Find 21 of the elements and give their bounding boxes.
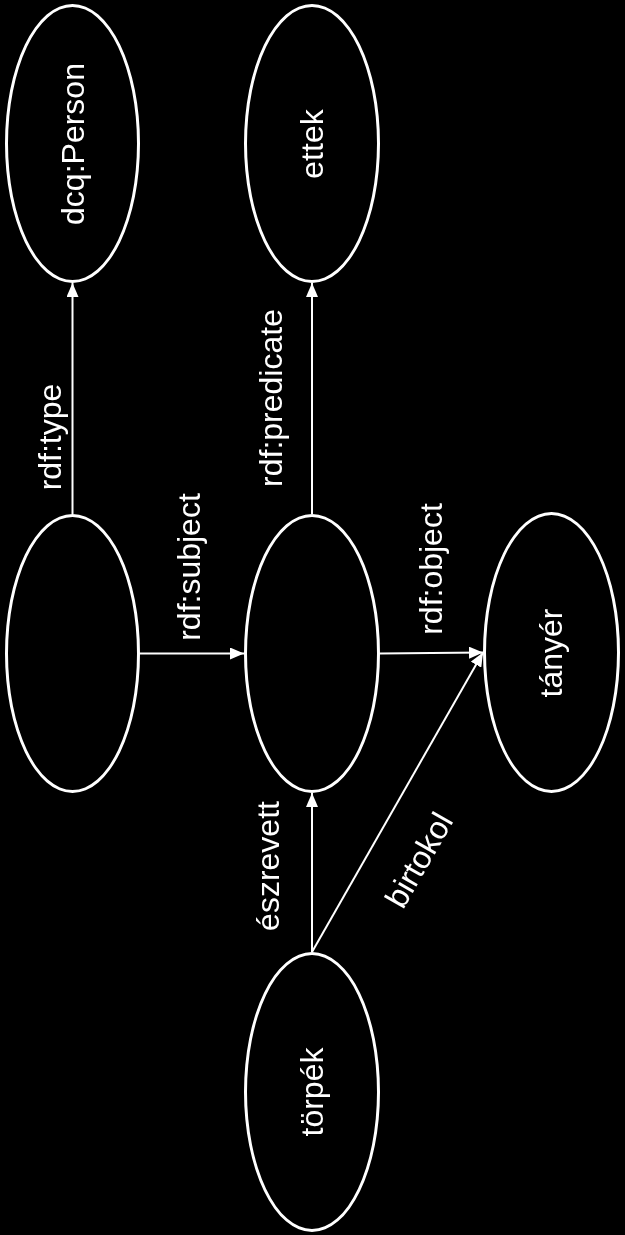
ellipse-node [483,512,620,793]
arrow [306,282,318,515]
edge-label: rdf:subject [173,493,205,641]
arrow [139,647,245,660]
arrow [306,792,318,953]
node-label: tányér [535,608,568,697]
node-label: ettek [296,108,328,179]
edge-label: rdf:type [34,383,66,491]
arrow [311,651,484,953]
node-label: törpék [296,1047,328,1137]
ellipse-node [5,4,140,283]
edge-label: észrevett [252,801,284,931]
edge-label: rdf:object [415,503,447,635]
ellipse-node [5,514,140,793]
edge-label: rdf:predicate [255,309,287,487]
ellipse-node [244,952,380,1232]
node-label: dcq:Person [56,62,89,225]
ellipse-node [244,514,380,793]
ellipse-node [244,4,380,283]
arrow [379,646,484,659]
arrow [66,282,79,515]
